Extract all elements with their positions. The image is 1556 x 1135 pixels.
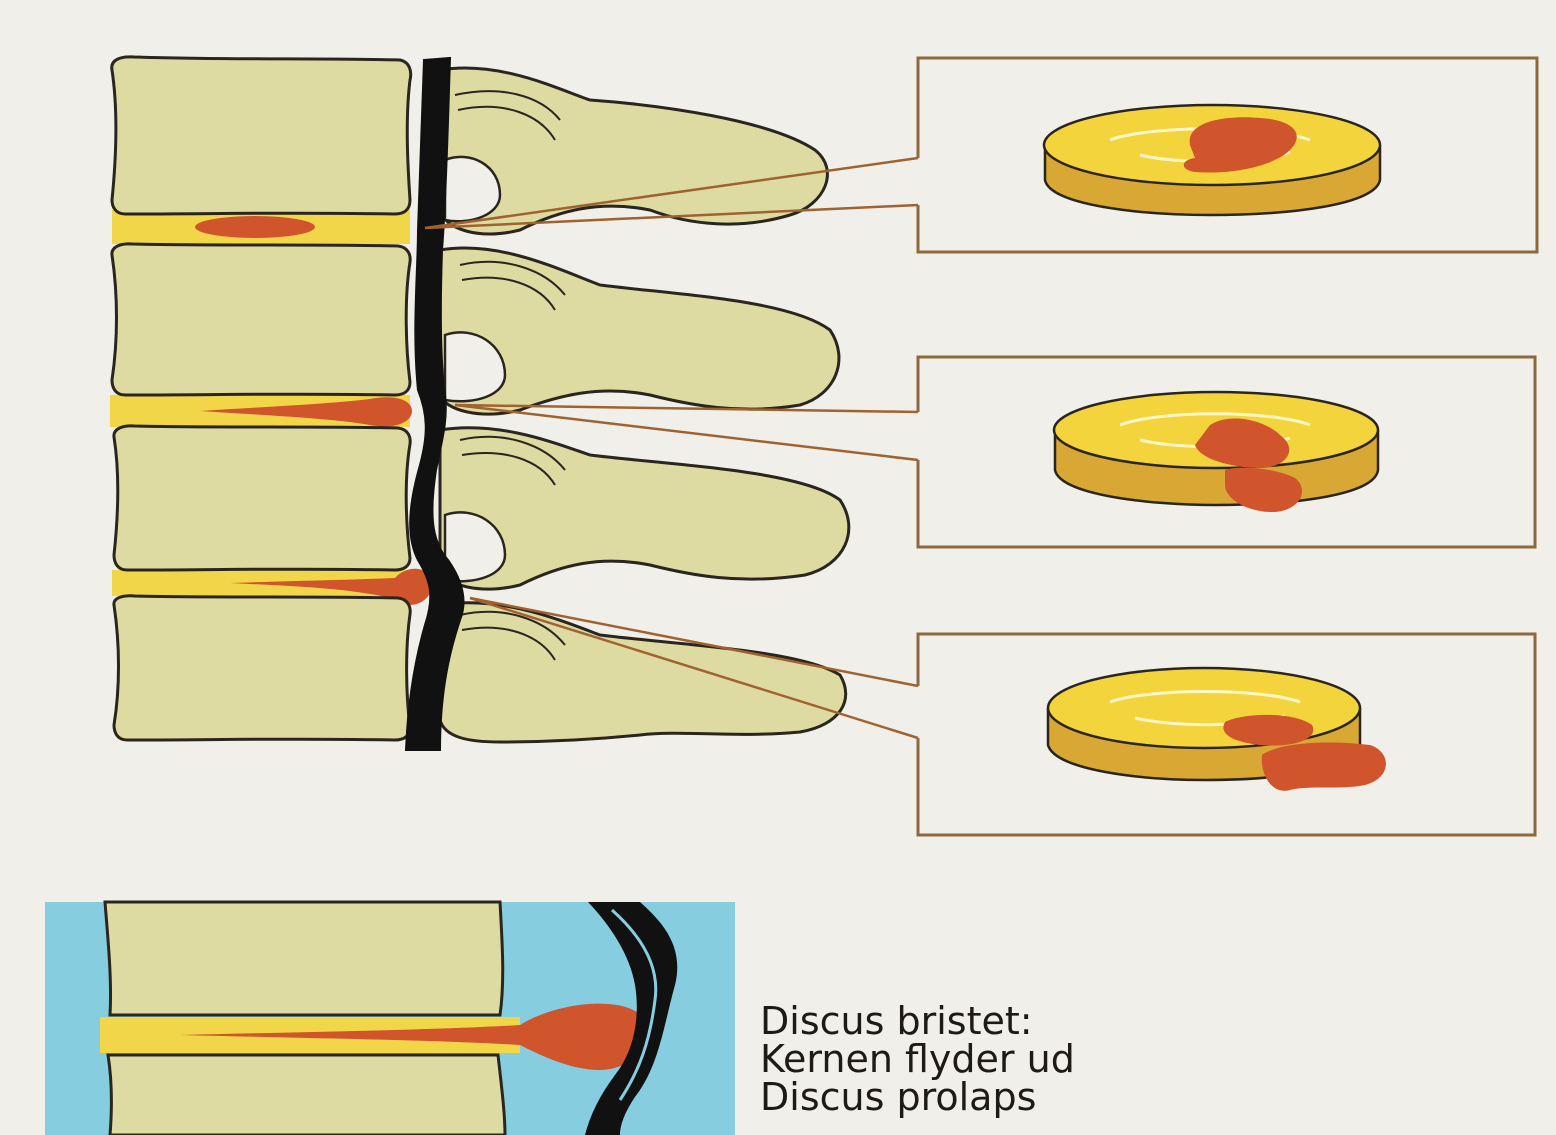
spine-side-view (110, 57, 849, 750)
spinous-process-1 (440, 68, 827, 234)
spinous-process-4 (440, 603, 846, 742)
herniation-closeup (45, 902, 735, 1135)
vertebra-3 (114, 426, 410, 570)
vertebra-4 (114, 596, 410, 740)
vertebra-1 (112, 57, 411, 214)
closeup-vertebra-lower (108, 1055, 505, 1135)
disc-inset-ruptured (1048, 668, 1386, 791)
caption: Discus bristet: Kernen flyder ud Discus … (760, 1002, 1075, 1116)
nucleus-3-extruded (1262, 742, 1386, 790)
caption-line-1: Discus bristet: (760, 1002, 1075, 1040)
caption-line-3: Discus prolaps (760, 1078, 1075, 1116)
vertebra-2 (112, 244, 410, 395)
disc-1-nucleus (195, 216, 315, 238)
caption-line-2: Kernen flyder ud (760, 1040, 1075, 1078)
disc-inset-bulging (1054, 392, 1378, 512)
disc-inset-normal (1044, 105, 1380, 215)
closeup-vertebra-upper (105, 902, 503, 1015)
